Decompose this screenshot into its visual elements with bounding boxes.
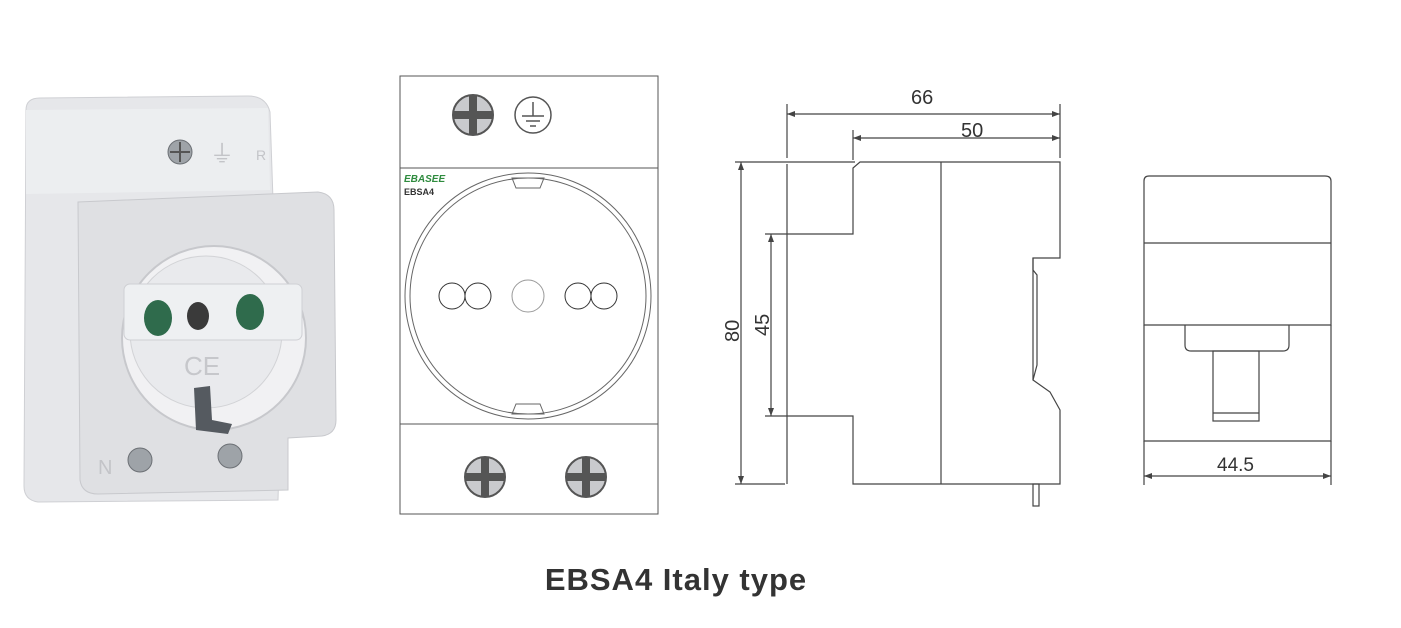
pin-hole-center [511,279,545,313]
ce-mark: CE [184,351,220,381]
pin-hole-right [564,282,618,310]
terminal-mark-earth: ⏚ [210,141,234,168]
end-view-drawing: 44.5 [1143,175,1332,485]
front-outline [399,75,659,515]
terminal-mark-r: R [256,147,266,163]
socket-inner-ring [409,177,647,415]
pin-hole-left [438,282,492,310]
side-profile [786,161,1061,485]
socket-outer-ring [404,172,652,420]
socket-hole-left [144,300,172,336]
dim-window-height: 45 [752,314,774,336]
dim-body-depth: 50 [961,120,983,142]
product-caption: EBSA4 Italy type [544,562,808,597]
dim-overall-height: 80 [722,320,744,342]
brand-logo: EBASEE [404,174,445,185]
bottom-screw-right [217,443,243,469]
dim-overall-depth: 66 [911,87,933,109]
housing-top-ridge [26,108,270,194]
front-view-drawing: EBASEE EBSA4 [399,75,659,515]
terminal-mark-neutral: N [98,457,112,479]
front-screw-bottom-right [565,456,607,498]
socket-hole-right [236,294,264,330]
earth-symbol-icon [514,96,552,134]
end-profile-top [1143,175,1332,326]
model-label: EBSA4 [404,187,434,197]
end-profile-bottom [1143,325,1332,442]
front-screw-bottom-left [464,456,506,498]
earth-clip [194,386,232,434]
socket-hole-center [187,302,209,330]
front-screw-top [452,94,494,136]
product-photo: CE ⏚ R N [23,95,337,503]
dim-width: 44.5 [1217,455,1254,476]
side-view-drawing: 66 50 80 45 [722,87,1061,507]
bottom-screw-left [127,447,153,473]
